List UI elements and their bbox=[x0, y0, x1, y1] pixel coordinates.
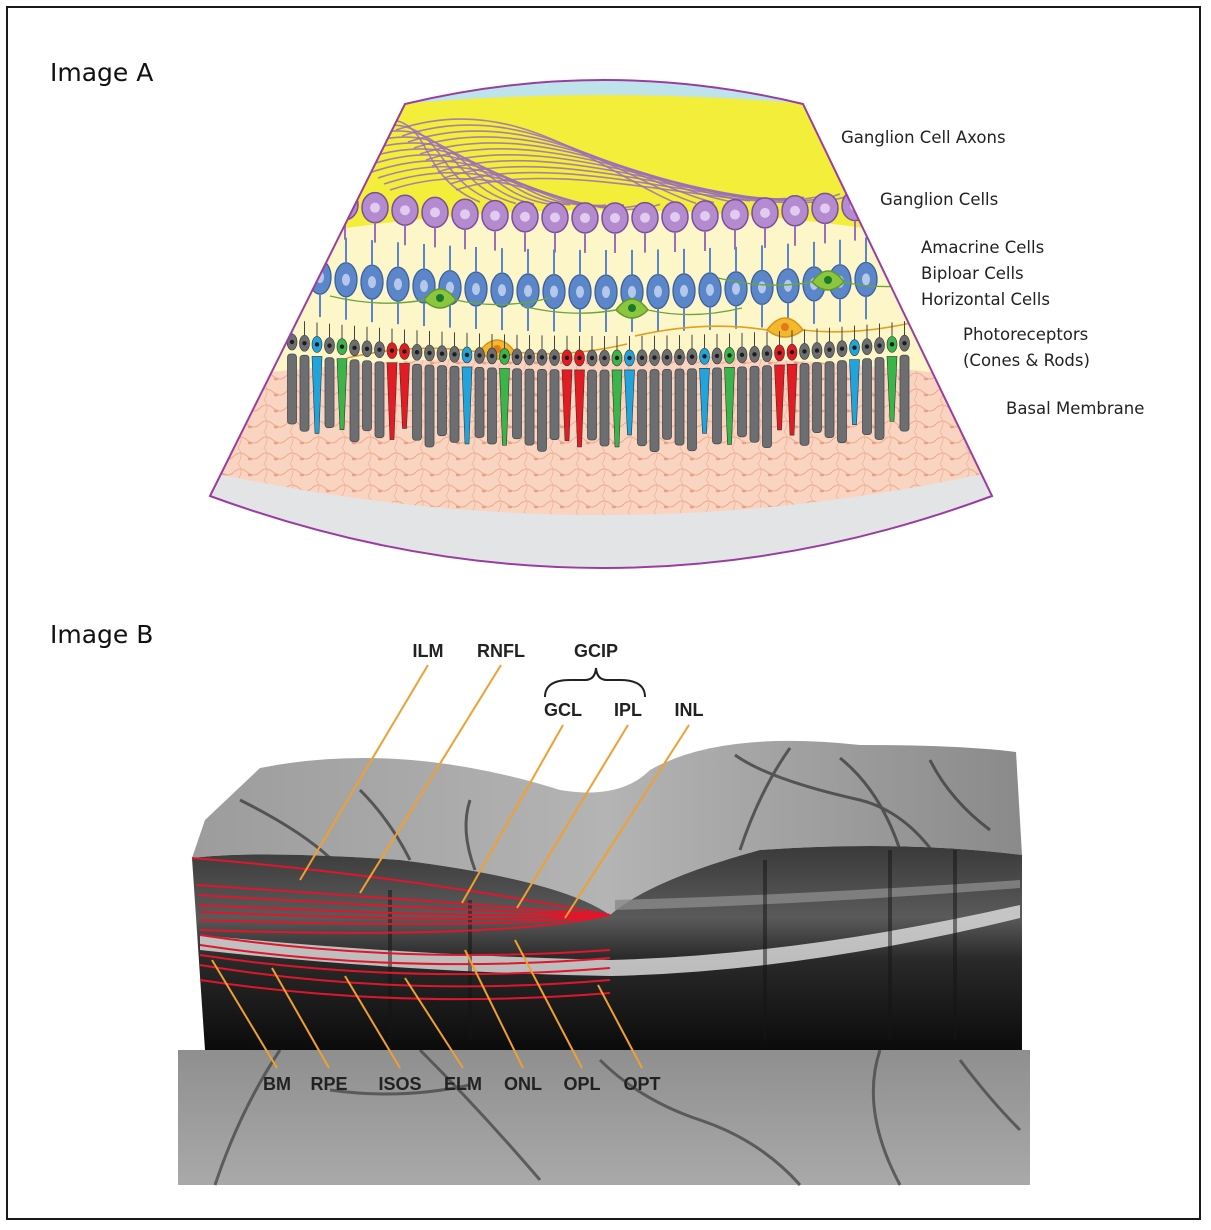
fundus-floor bbox=[178, 1050, 1030, 1185]
label-bm: BM bbox=[263, 1074, 291, 1095]
label-elm: ELM bbox=[444, 1074, 482, 1095]
label-opt: OPT bbox=[623, 1074, 660, 1095]
label-rnfl: RNFL bbox=[477, 641, 525, 662]
label-inl: INL bbox=[675, 700, 704, 721]
label-ilm: ILM bbox=[413, 641, 444, 662]
label-gcip: GCIP bbox=[574, 641, 618, 662]
gcip-brace bbox=[545, 668, 645, 697]
label-gcl: GCL bbox=[544, 700, 582, 721]
label-rpe: RPE bbox=[310, 1074, 347, 1095]
label-opl: OPL bbox=[563, 1074, 600, 1095]
label-isos: ISOS bbox=[378, 1074, 421, 1095]
label-ipl: IPL bbox=[614, 700, 642, 721]
label-onl: ONL bbox=[504, 1074, 542, 1095]
